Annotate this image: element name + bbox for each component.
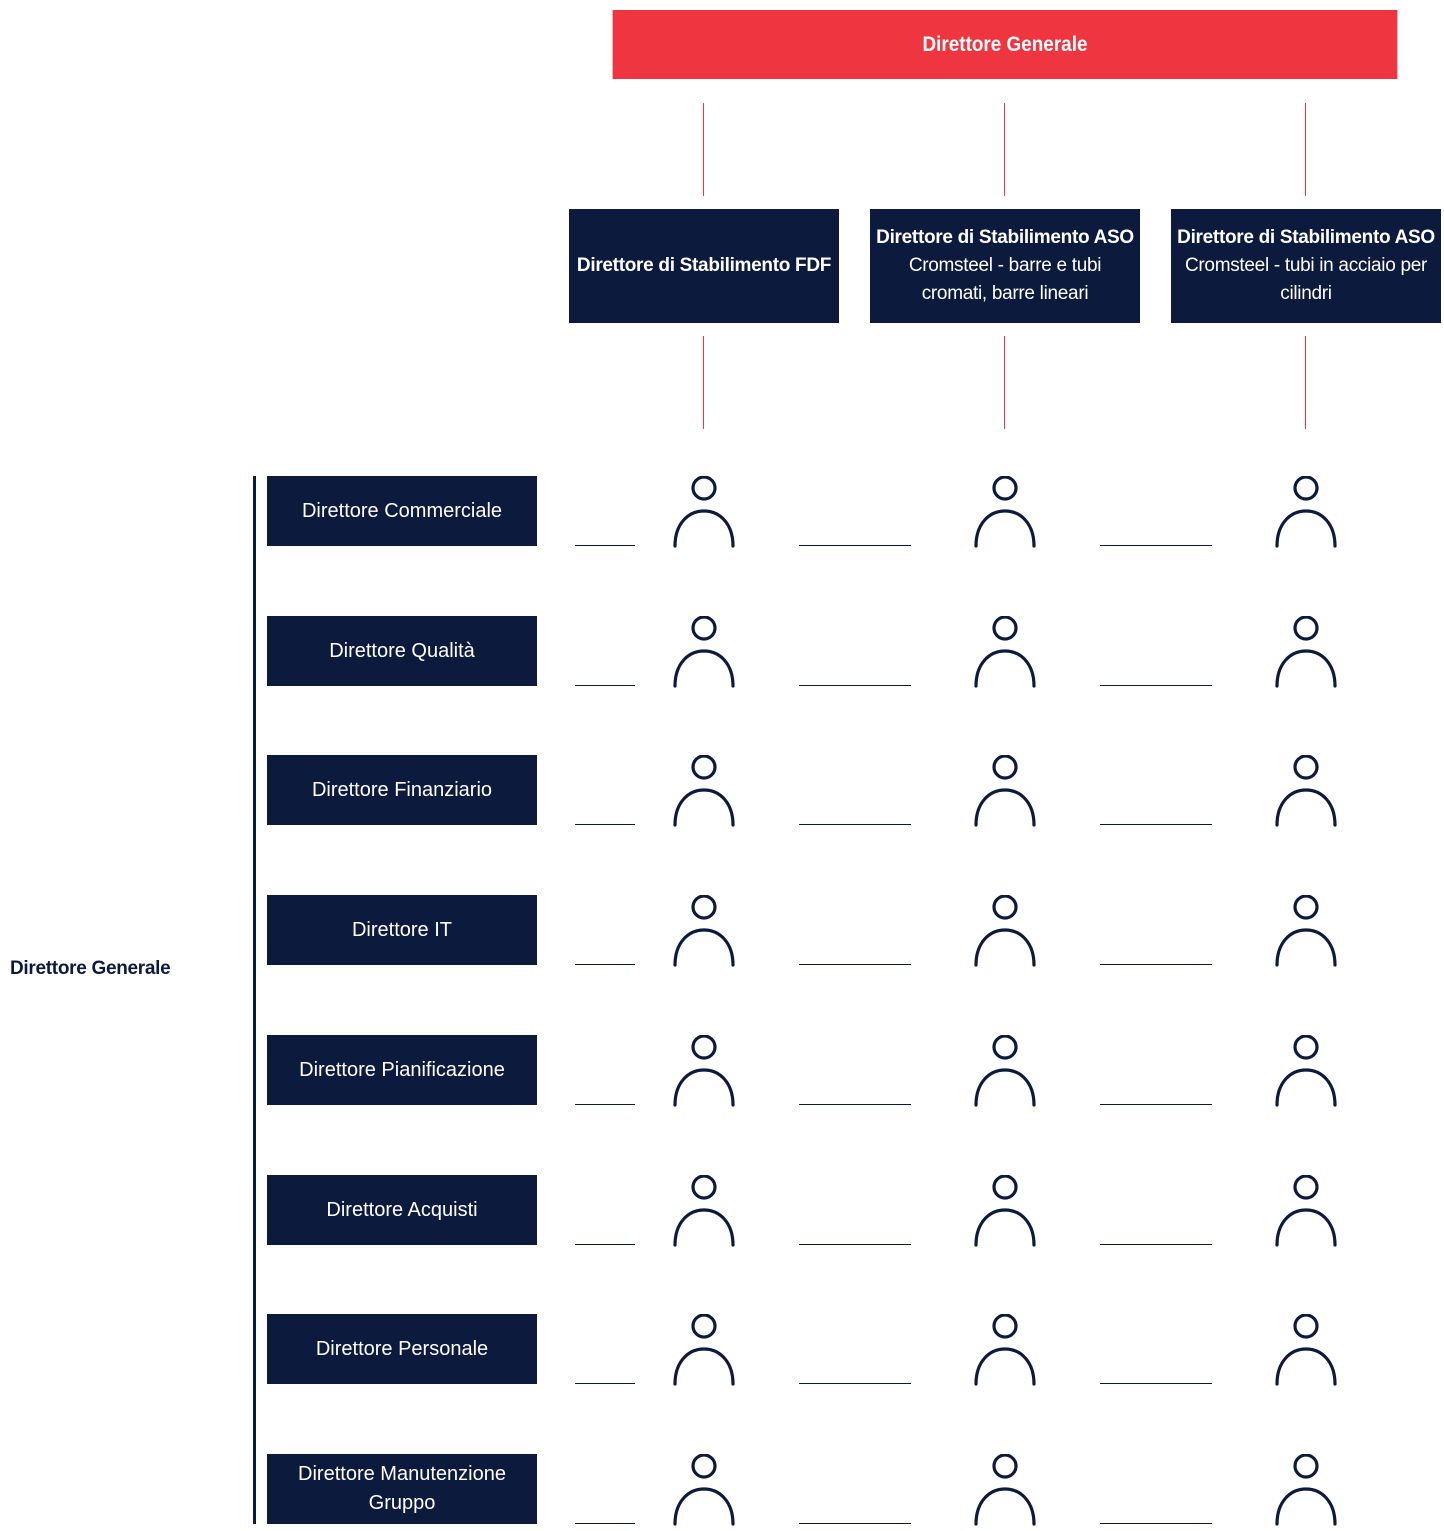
role-box: Direttore Manutenzione Gruppo [267,1454,537,1524]
row-connector-line [575,1383,635,1384]
person-icon [1273,894,1339,967]
row-connector-line [1100,1523,1212,1524]
role-label: Direttore Finanziario [311,778,493,801]
connector-line [703,336,704,429]
plant-director-box-fdf: Direttore di Stabilimento FDF [569,209,839,323]
person-icon [972,894,1038,967]
row-connector-line [799,1523,911,1524]
role-label: Direttore Acquisti [326,1198,478,1221]
person-icon [1273,1174,1339,1247]
row-connector-line [575,1104,635,1105]
row-connector-line [575,964,635,965]
person-icon [972,754,1038,827]
row-connector-line [799,545,911,546]
person-icon [1273,1034,1339,1107]
person-icon [1273,475,1339,548]
connector-line [1305,103,1306,196]
row-connector-line [1100,1104,1212,1105]
plant-director-title: Direttore di Stabilimento ASO [1177,227,1435,248]
person-icon [972,475,1038,548]
role-label: Direttore Personale [315,1337,489,1360]
row-connector-line [575,685,635,686]
person-icon [671,894,737,967]
plant-director-box-aso-1: Direttore di Stabilimento ASO Cromsteel … [870,209,1140,323]
role-box: Direttore Personale [267,1314,537,1384]
row-connector-line [575,1244,635,1245]
role-box: Direttore Commerciale [267,476,537,546]
row-connector-line [1100,964,1212,965]
person-icon [671,1313,737,1386]
row-connector-line [1100,545,1212,546]
row-connector-line [1100,824,1212,825]
person-icon [972,1453,1038,1526]
person-icon [1273,615,1339,688]
person-icon [671,1034,737,1107]
general-director-label: Direttore Generale [922,32,1088,56]
person-icon [671,1453,737,1526]
role-box: Direttore Finanziario [267,755,537,825]
person-icon [671,754,737,827]
role-box: Direttore Qualità [267,616,537,686]
plant-director-title: Direttore di Stabilimento FDF [576,255,832,276]
person-icon [1273,754,1339,827]
person-icon [671,615,737,688]
connector-line [1004,103,1005,196]
person-icon [972,1313,1038,1386]
role-label: Direttore Manutenzione Gruppo [298,1463,506,1514]
person-icon [1273,1453,1339,1526]
row-connector-line [799,964,911,965]
row-connector-line [799,1383,911,1384]
person-icon [671,475,737,548]
connector-line [703,103,704,196]
row-connector-line [799,1244,911,1245]
row-connector-line [799,685,911,686]
role-label: Direttore IT [351,918,453,941]
row-connector-line [799,824,911,825]
role-label: Direttore Commerciale [301,499,503,522]
role-label: Direttore Pianificazione [299,1058,505,1081]
connector-line [1305,336,1306,429]
person-icon [972,1034,1038,1107]
row-connector-line [1100,1244,1212,1245]
person-icon [1273,1313,1339,1386]
role-box: Direttore Acquisti [267,1175,537,1245]
row-connector-line [575,1523,635,1524]
row-connector-line [575,824,635,825]
plant-director-description: Cromsteel - tubi in acciaio per cilindri [1184,255,1428,304]
row-connector-line [1100,685,1212,686]
vertical-connector-bar [253,476,256,1524]
side-general-director-label: Direttore Generale [10,958,171,979]
row-connector-line [575,545,635,546]
plant-director-title: Direttore di Stabilimento ASO [876,227,1134,248]
plant-director-box-aso-2: Direttore di Stabilimento ASO Cromsteel … [1171,209,1441,323]
row-connector-line [1100,1383,1212,1384]
plant-director-description: Cromsteel - barre e tubi cromati, barre … [908,255,1102,304]
person-icon [972,1174,1038,1247]
person-icon [671,1174,737,1247]
connector-line [1004,336,1005,429]
person-icon [972,615,1038,688]
general-director-box: Direttore Generale [612,10,1398,79]
role-box: Direttore IT [267,895,537,965]
role-label: Direttore Qualità [329,639,475,662]
role-box: Direttore Pianificazione [267,1035,537,1105]
row-connector-line [799,1104,911,1105]
